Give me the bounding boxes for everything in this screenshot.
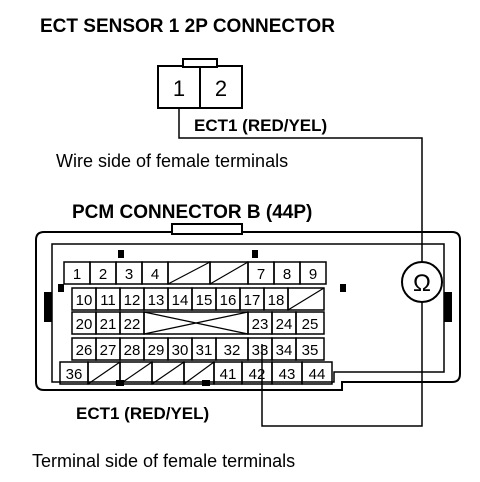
pcm-housing-outer bbox=[35, 231, 461, 391]
pcm-terminal-label: 15 bbox=[196, 292, 213, 309]
pcm-terminal-label: 2 bbox=[99, 266, 107, 283]
pcm-key-left bbox=[58, 284, 64, 292]
pcm-terminal-label: 11 bbox=[100, 292, 116, 309]
pcm-terminal-label: 43 bbox=[279, 366, 296, 383]
pcm-terminal-label: 35 bbox=[302, 342, 319, 359]
ohmmeter-circle bbox=[401, 261, 443, 303]
pcm-blank-slash bbox=[209, 261, 249, 285]
pcm-blank-slash bbox=[287, 287, 325, 311]
pcm-row-1: 1 2 3 4 7 8 9 bbox=[63, 261, 327, 285]
pcm-terminal-label: 8 bbox=[283, 266, 291, 283]
pcm-terminal-label: 12 bbox=[124, 292, 141, 309]
pcm-terminal-label: 30 bbox=[172, 342, 189, 359]
pcm-terminal-label: 13 bbox=[148, 292, 165, 309]
pcm-terminal-label: 20 bbox=[76, 316, 93, 333]
pcm-row-5: 36 41 42 43 44 bbox=[59, 361, 333, 385]
pcm-terminal-label: 41 bbox=[220, 366, 237, 383]
pcm-key-top-right bbox=[252, 250, 258, 258]
pcm-terminal-label: 23 bbox=[252, 316, 269, 333]
pcm-terminal-label: 4 bbox=[151, 266, 159, 283]
pcm-terminal-label: 1 bbox=[73, 266, 81, 283]
pcm-blank-cross bbox=[143, 311, 249, 335]
pcm-row-2: 10 11 12 13 14 15 16 17 18 bbox=[71, 287, 325, 311]
pcm-key-right bbox=[340, 284, 346, 292]
pcm-terminal-label: 17 bbox=[244, 292, 261, 309]
pcm-lock-tab bbox=[171, 223, 243, 235]
pcm-terminal-label: 24 bbox=[276, 316, 293, 333]
pcm-terminal-label: 29 bbox=[148, 342, 165, 359]
ect-connector: 1 2 bbox=[157, 58, 243, 109]
ect-connector-latch bbox=[182, 58, 218, 68]
ect-caption: Wire side of female terminals bbox=[56, 151, 288, 171]
pcm-terminal-label: 36 bbox=[66, 366, 83, 383]
pcm-terminal-label: 34 bbox=[276, 342, 293, 359]
pcm-terminal-label: 28 bbox=[124, 342, 141, 359]
pcm-blank-slash bbox=[119, 361, 153, 385]
pcm-connector-title: PCM CONNECTOR B (44P) bbox=[72, 202, 312, 223]
pcm-terminal-blank bbox=[287, 287, 325, 311]
pcm-row-4: 26 27 28 29 30 31 32 33 34 35 bbox=[71, 337, 325, 361]
pcm-key-bottom-right bbox=[202, 380, 210, 386]
probe-wire-bottom bbox=[261, 302, 423, 427]
pcm-caption: Terminal side of female terminals bbox=[32, 451, 295, 471]
ect-pin-1: 1 bbox=[173, 76, 185, 101]
pcm-blank-slash bbox=[183, 361, 215, 385]
pcm-terminal-label: 27 bbox=[100, 342, 117, 359]
pcm-terminal-label: 26 bbox=[76, 342, 93, 359]
pcm-connector: 1 2 3 4 7 8 9 10 11 12 13 bbox=[35, 223, 461, 391]
pcm-blank-slash bbox=[167, 261, 211, 285]
pcm-terminal-label: 7 bbox=[257, 266, 265, 283]
pcm-terminal-label: 44 bbox=[309, 366, 326, 383]
pcm-housing-inner bbox=[51, 243, 445, 383]
pcm-terminal bbox=[299, 261, 327, 285]
pcm-terminal bbox=[295, 337, 325, 361]
pcm-wire-label: ECT1 (RED/YEL) bbox=[76, 404, 209, 423]
pcm-terminal-label: 14 bbox=[172, 292, 189, 309]
pcm-terminal bbox=[301, 361, 333, 385]
pcm-terminal-label: 22 bbox=[124, 316, 141, 333]
probe-wire-top bbox=[178, 108, 423, 262]
pcm-terminal-label: 9 bbox=[309, 266, 317, 283]
ect-wire-label: ECT1 (RED/YEL) bbox=[194, 116, 327, 135]
pcm-terminal-label: 16 bbox=[220, 292, 237, 309]
ohm-symbol: Ω bbox=[413, 270, 431, 297]
pcm-terminal-label: 18 bbox=[268, 292, 285, 309]
pcm-key-top-left bbox=[118, 250, 124, 258]
pcm-terminal-label: 21 bbox=[100, 316, 117, 333]
pcm-terminal-label: 3 bbox=[125, 266, 133, 283]
pcm-terminal-label: 10 bbox=[76, 292, 93, 309]
pcm-blank-slash bbox=[151, 361, 185, 385]
pcm-terminal-label: 33 bbox=[252, 342, 269, 359]
pcm-terminal-label: 31 bbox=[196, 342, 213, 359]
ect-pin-2: 2 bbox=[215, 76, 227, 101]
pcm-right-latch bbox=[444, 292, 452, 322]
ect-connector-title: ECT SENSOR 1 2P CONNECTOR bbox=[40, 16, 335, 37]
pcm-terminal-label: 25 bbox=[302, 316, 319, 333]
pcm-row-3: 20 21 22 23 24 25 bbox=[71, 311, 325, 335]
ohmmeter: Ω bbox=[401, 261, 443, 303]
pcm-blank-slash bbox=[87, 361, 121, 385]
pcm-terminal-label: 32 bbox=[224, 342, 241, 359]
pcm-terminal-label: 42 bbox=[249, 366, 266, 383]
pcm-left-latch bbox=[44, 292, 52, 322]
pcm-terminal bbox=[295, 311, 325, 335]
